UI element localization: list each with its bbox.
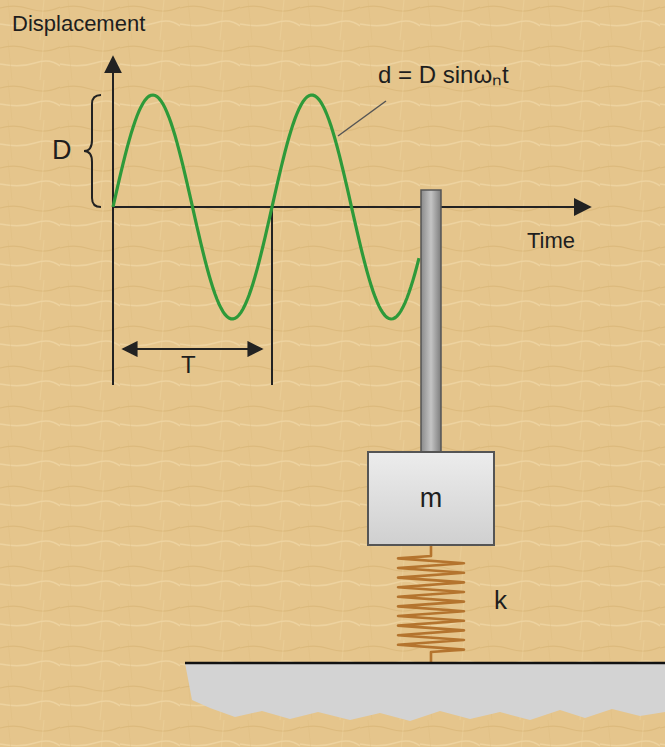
formula-label: d = D sinωₙt <box>378 62 509 88</box>
driving-rod <box>421 190 441 452</box>
spring-label: k <box>494 586 507 615</box>
period-label: T <box>181 352 196 378</box>
period-mark <box>271 207 273 385</box>
displacement-curve <box>113 95 419 319</box>
period-arrow <box>123 348 262 350</box>
mass-block: m <box>367 451 495 546</box>
amplitude-label: D <box>52 136 72 166</box>
ground <box>185 663 665 721</box>
axis-title: Displacement <box>12 12 145 36</box>
amplitude-brace <box>84 95 101 207</box>
leader-line <box>338 101 386 136</box>
displacement-axis <box>112 57 114 385</box>
ground-line <box>185 662 665 665</box>
spring <box>398 546 464 663</box>
mass-label: m <box>420 483 443 514</box>
axis-label: Time <box>527 229 575 253</box>
